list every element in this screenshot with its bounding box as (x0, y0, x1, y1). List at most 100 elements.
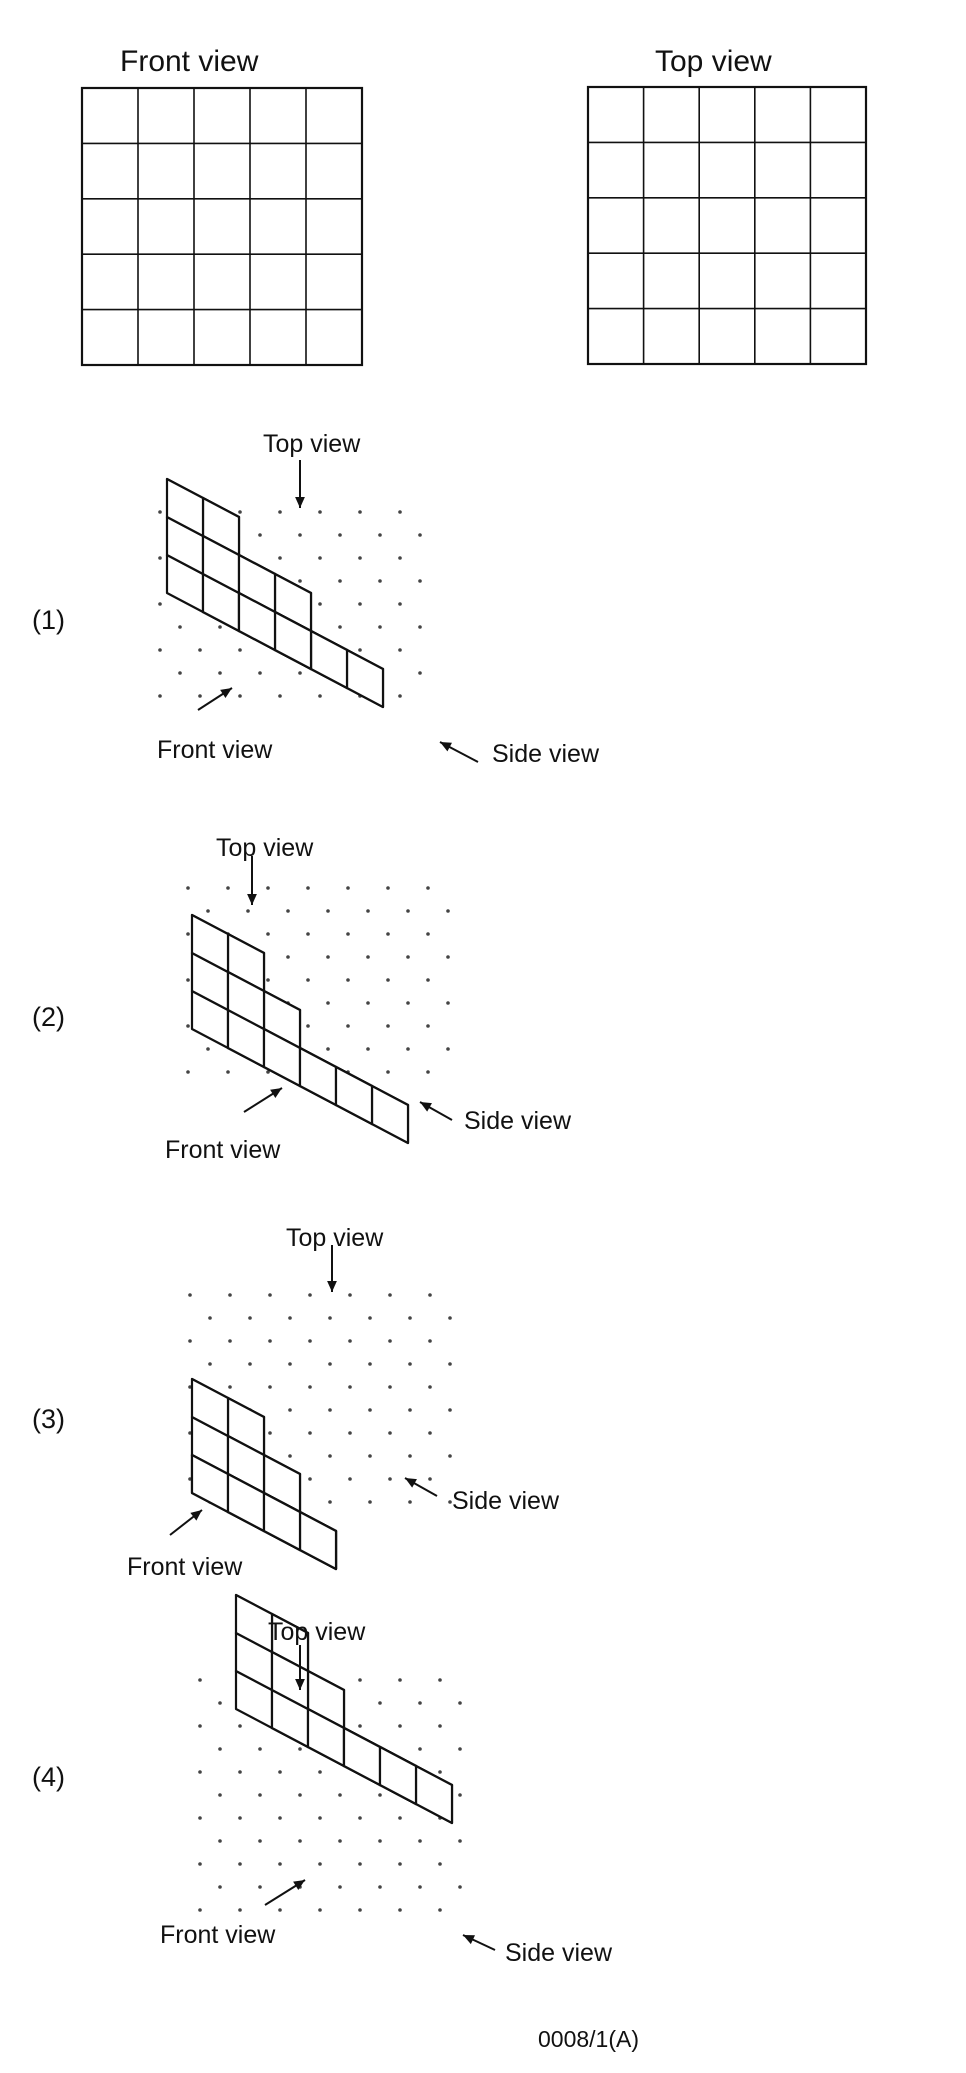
arrow-head (247, 894, 257, 905)
grid-dot (238, 1862, 242, 1866)
grid-dot (178, 671, 182, 675)
grid-dot (318, 602, 322, 606)
grid-dot (326, 955, 330, 959)
grid-dot (338, 1885, 342, 1889)
grid-dot (238, 694, 242, 698)
grid-dot (198, 1908, 202, 1912)
cube-face (370, 1084, 410, 1145)
grid-dot (406, 1001, 410, 1005)
grid-dot (388, 1477, 392, 1481)
grid-dot (378, 1839, 382, 1843)
grid-dot (448, 1500, 452, 1504)
cube-face (298, 1510, 338, 1571)
grid-dot (188, 1339, 192, 1343)
option-4-number: (4) (32, 1762, 65, 1792)
grid-dot (438, 1678, 442, 1682)
grid-dot (398, 556, 402, 560)
grid-dot (318, 1908, 322, 1912)
arrow-head (270, 1088, 282, 1098)
grid-dot (328, 1454, 332, 1458)
grid-dot (418, 1885, 422, 1889)
grid-dot (298, 533, 302, 537)
grid-dot (346, 886, 350, 890)
grid-dot (368, 1408, 372, 1412)
option-3-number: (3) (32, 1404, 65, 1434)
cube-face (345, 648, 385, 709)
grid-dot (266, 978, 270, 982)
grid-dot (258, 533, 262, 537)
grid-dot (446, 909, 450, 913)
grid-dot (318, 694, 322, 698)
grid-dot (418, 671, 422, 675)
grid-dot (306, 932, 310, 936)
grid-dot (198, 694, 202, 698)
grid-dot (458, 1701, 462, 1705)
grid-dot (226, 1070, 230, 1074)
grid-dot (446, 1001, 450, 1005)
grid-dot (446, 1047, 450, 1051)
grid-dot (368, 1362, 372, 1366)
grid-dot (278, 694, 282, 698)
grid-dot (426, 1024, 430, 1028)
cube-face (165, 477, 205, 538)
option-2-top-view-label: Top view (216, 834, 314, 862)
grid-dot (338, 579, 342, 583)
option-1-top-view-label: Top view (263, 430, 361, 458)
grid-dot (358, 1724, 362, 1728)
grid-dot (438, 1862, 442, 1866)
grid-dot (318, 1770, 322, 1774)
question-code: 0008/1(A) (538, 2026, 640, 2052)
grid-dot (398, 1678, 402, 1682)
option-2-figure (186, 856, 453, 1145)
grid-dot (328, 1362, 332, 1366)
grid-dot (358, 602, 362, 606)
grid-dot (368, 1454, 372, 1458)
grid-dot (208, 1316, 212, 1320)
grid-dot (398, 602, 402, 606)
grid-dot (278, 1908, 282, 1912)
grid-dot (266, 932, 270, 936)
cube-face (237, 591, 277, 652)
grid-dot (308, 1293, 312, 1297)
grid-dot (226, 886, 230, 890)
grid-dot (286, 909, 290, 913)
grid-dot (218, 671, 222, 675)
grid-dot (378, 625, 382, 629)
grid-dot (198, 1724, 202, 1728)
grid-dot (198, 1678, 202, 1682)
grid-dot (186, 1024, 190, 1028)
grid-dot (458, 1793, 462, 1797)
grid-dot (328, 1408, 332, 1412)
grid-dot (366, 909, 370, 913)
grid-dot (386, 932, 390, 936)
option-1-side-view-label: Side view (492, 740, 599, 768)
grid-dot (386, 1024, 390, 1028)
grid-dot (328, 1316, 332, 1320)
arrow-head (440, 742, 452, 752)
grid-dot (428, 1431, 432, 1435)
grid-dot (358, 1816, 362, 1820)
arrow-head (295, 1679, 305, 1690)
option-2-number: (2) (32, 1002, 65, 1032)
grid-dot (378, 1793, 382, 1797)
grid-dot (326, 909, 330, 913)
cube-face (234, 1593, 274, 1654)
grid-dot (358, 648, 362, 652)
top-grid-border (586, 85, 868, 366)
grid-dot (218, 625, 222, 629)
grid-dot (348, 1431, 352, 1435)
arrow-head (327, 1281, 337, 1292)
grid-dot (328, 1500, 332, 1504)
grid-dot (458, 1747, 462, 1751)
grid-dot (238, 648, 242, 652)
grid-dot (398, 1908, 402, 1912)
grid-dot (426, 886, 430, 890)
grid-dot (218, 1839, 222, 1843)
grid-dot (358, 510, 362, 514)
grid-dot (258, 1747, 262, 1751)
grid-dot (418, 579, 422, 583)
grid-dot (198, 1862, 202, 1866)
cube-face (309, 629, 349, 690)
grid-dot (448, 1454, 452, 1458)
grid-dot (248, 1362, 252, 1366)
